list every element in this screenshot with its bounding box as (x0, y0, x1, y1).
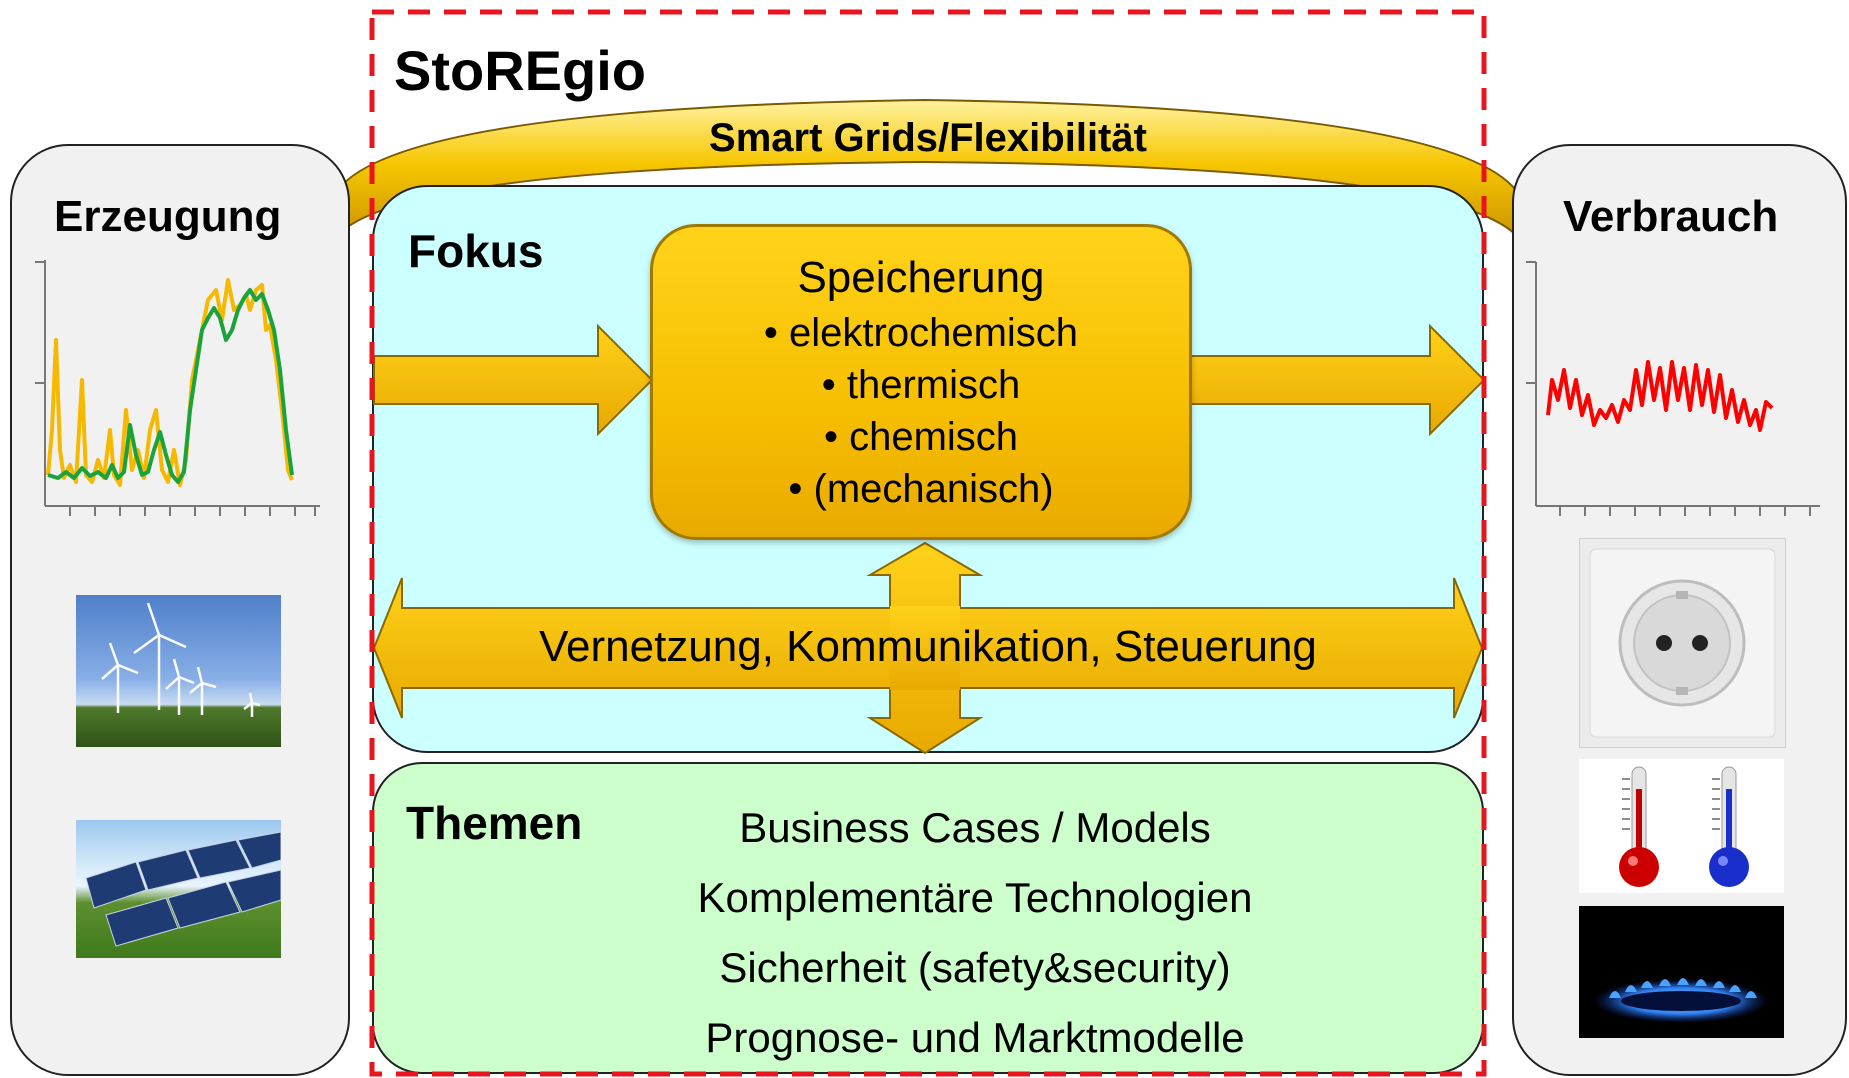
thermometers-photo (1579, 759, 1784, 893)
generation-title: Erzeugung (54, 192, 282, 241)
consumption-line (1546, 360, 1774, 432)
fokus-heading: Fokus (408, 225, 544, 277)
power-socket-photo (1579, 538, 1786, 748)
storage-box: Speicherung • elektrochemisch • thermisc… (650, 224, 1192, 540)
themen-item: Sicherheit (safety&security) (719, 944, 1231, 991)
smart-grids-label: Smart Grids/Flexibilität (709, 116, 1147, 160)
gas-flame-photo (1579, 906, 1784, 1038)
storage-title: Speicherung (797, 253, 1045, 302)
themen-item: Business Cases / Models (739, 804, 1211, 851)
themen-item: Prognose- und Marktmodelle (705, 1014, 1245, 1061)
output-arrow (1189, 323, 1486, 437)
consumption-chart (1526, 261, 1820, 516)
storegio-title: StoREgio (394, 39, 646, 102)
wind-turbines-photo (76, 595, 281, 747)
network-label: Vernetzung, Kommunikation, Steuerung (539, 622, 1317, 671)
storage-item: • elektrochemisch (763, 311, 1079, 355)
input-arrow (373, 323, 654, 437)
consumption-title: Verbrauch (1563, 192, 1779, 241)
storage-item: • (mechanisch) (788, 467, 1054, 511)
generation-chart (35, 260, 320, 516)
generation-raw-line (46, 278, 294, 487)
themen-heading: Themen (406, 797, 583, 849)
themen-item: Komplementäre Technologien (697, 874, 1253, 921)
storage-item: • thermisch (821, 363, 1021, 407)
solar-panels-photo (76, 820, 281, 958)
generation-smoothed-line (47, 288, 294, 484)
storage-item: • chemisch (823, 415, 1019, 459)
themen-panel (372, 762, 1484, 1074)
